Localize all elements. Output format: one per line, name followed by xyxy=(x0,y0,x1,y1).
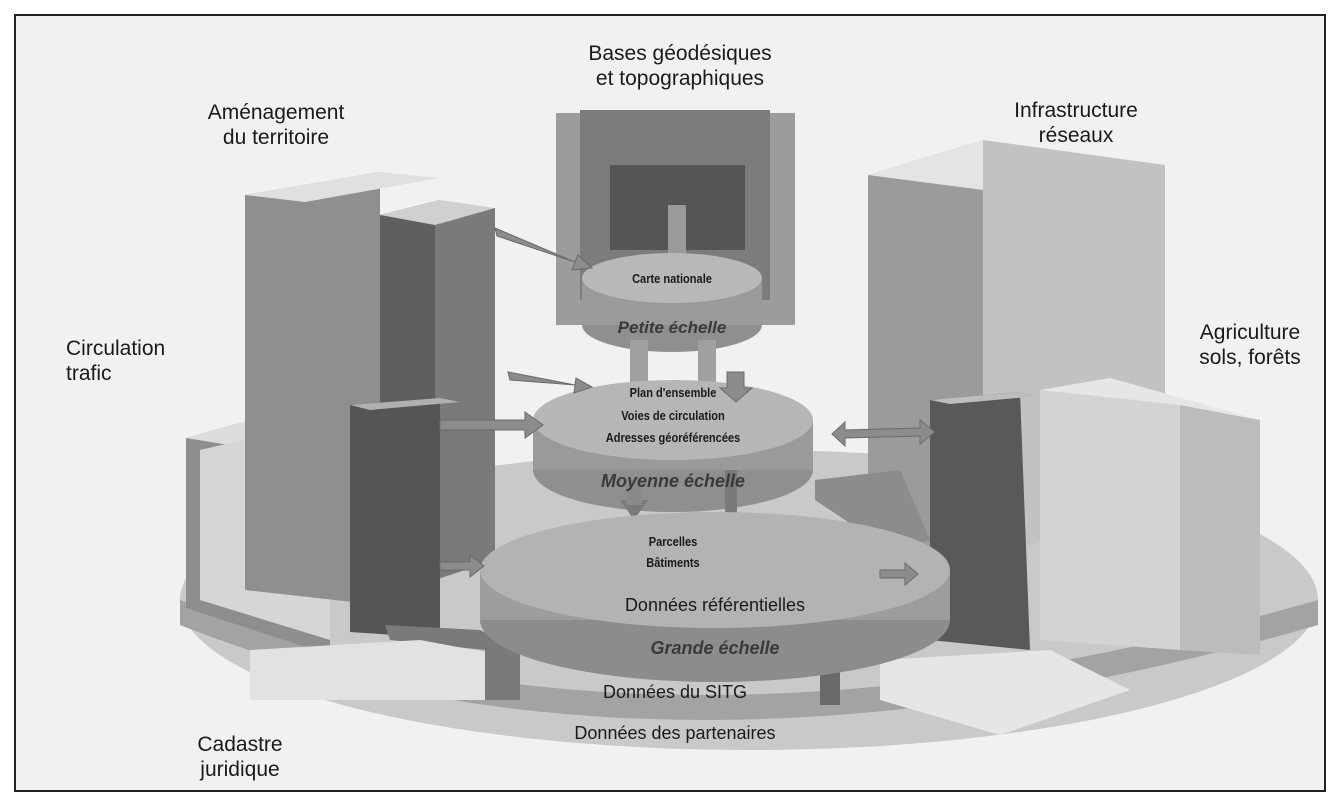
base-inner-label: Données du SITG xyxy=(602,682,748,702)
small-disk-text: Carte nationale xyxy=(632,271,712,286)
large-disk-line-2: Bâtiments xyxy=(646,555,700,570)
label-amenagement: Aménagement du territoire xyxy=(207,101,345,149)
large-disk-line-1: Parcelles xyxy=(648,534,698,549)
medium-disk-line-2: Voies de circulation xyxy=(621,408,725,423)
block-agriculture xyxy=(930,378,1260,655)
label-cadastre: Cadastre juridique xyxy=(197,733,283,781)
label-infrastructure: Infrastructure réseaux xyxy=(1014,99,1138,147)
base-outer-label: Données des partenaires xyxy=(574,723,776,743)
medium-disk-line-1: Plan d'ensemble xyxy=(629,385,717,400)
arrows xyxy=(439,227,936,587)
medium-disk-scale: Moyenne échelle xyxy=(600,471,746,491)
label-circulation: Circulation trafic xyxy=(66,337,166,385)
disk-large xyxy=(480,512,950,682)
block-circulation-inner xyxy=(350,398,460,638)
medium-disk-line-3: Adresses géoréférencées xyxy=(605,430,741,445)
large-disk-scale: Grande échelle xyxy=(650,638,780,658)
label-bases-geodesiques: Bases géodésiques et topographiques xyxy=(588,42,772,90)
disk-small xyxy=(582,253,762,400)
small-disk-scale: Petite échelle xyxy=(617,318,727,337)
label-agriculture: Agriculture sols, forêts xyxy=(1199,321,1301,369)
large-disk-rim: Données référentielles xyxy=(624,595,806,615)
